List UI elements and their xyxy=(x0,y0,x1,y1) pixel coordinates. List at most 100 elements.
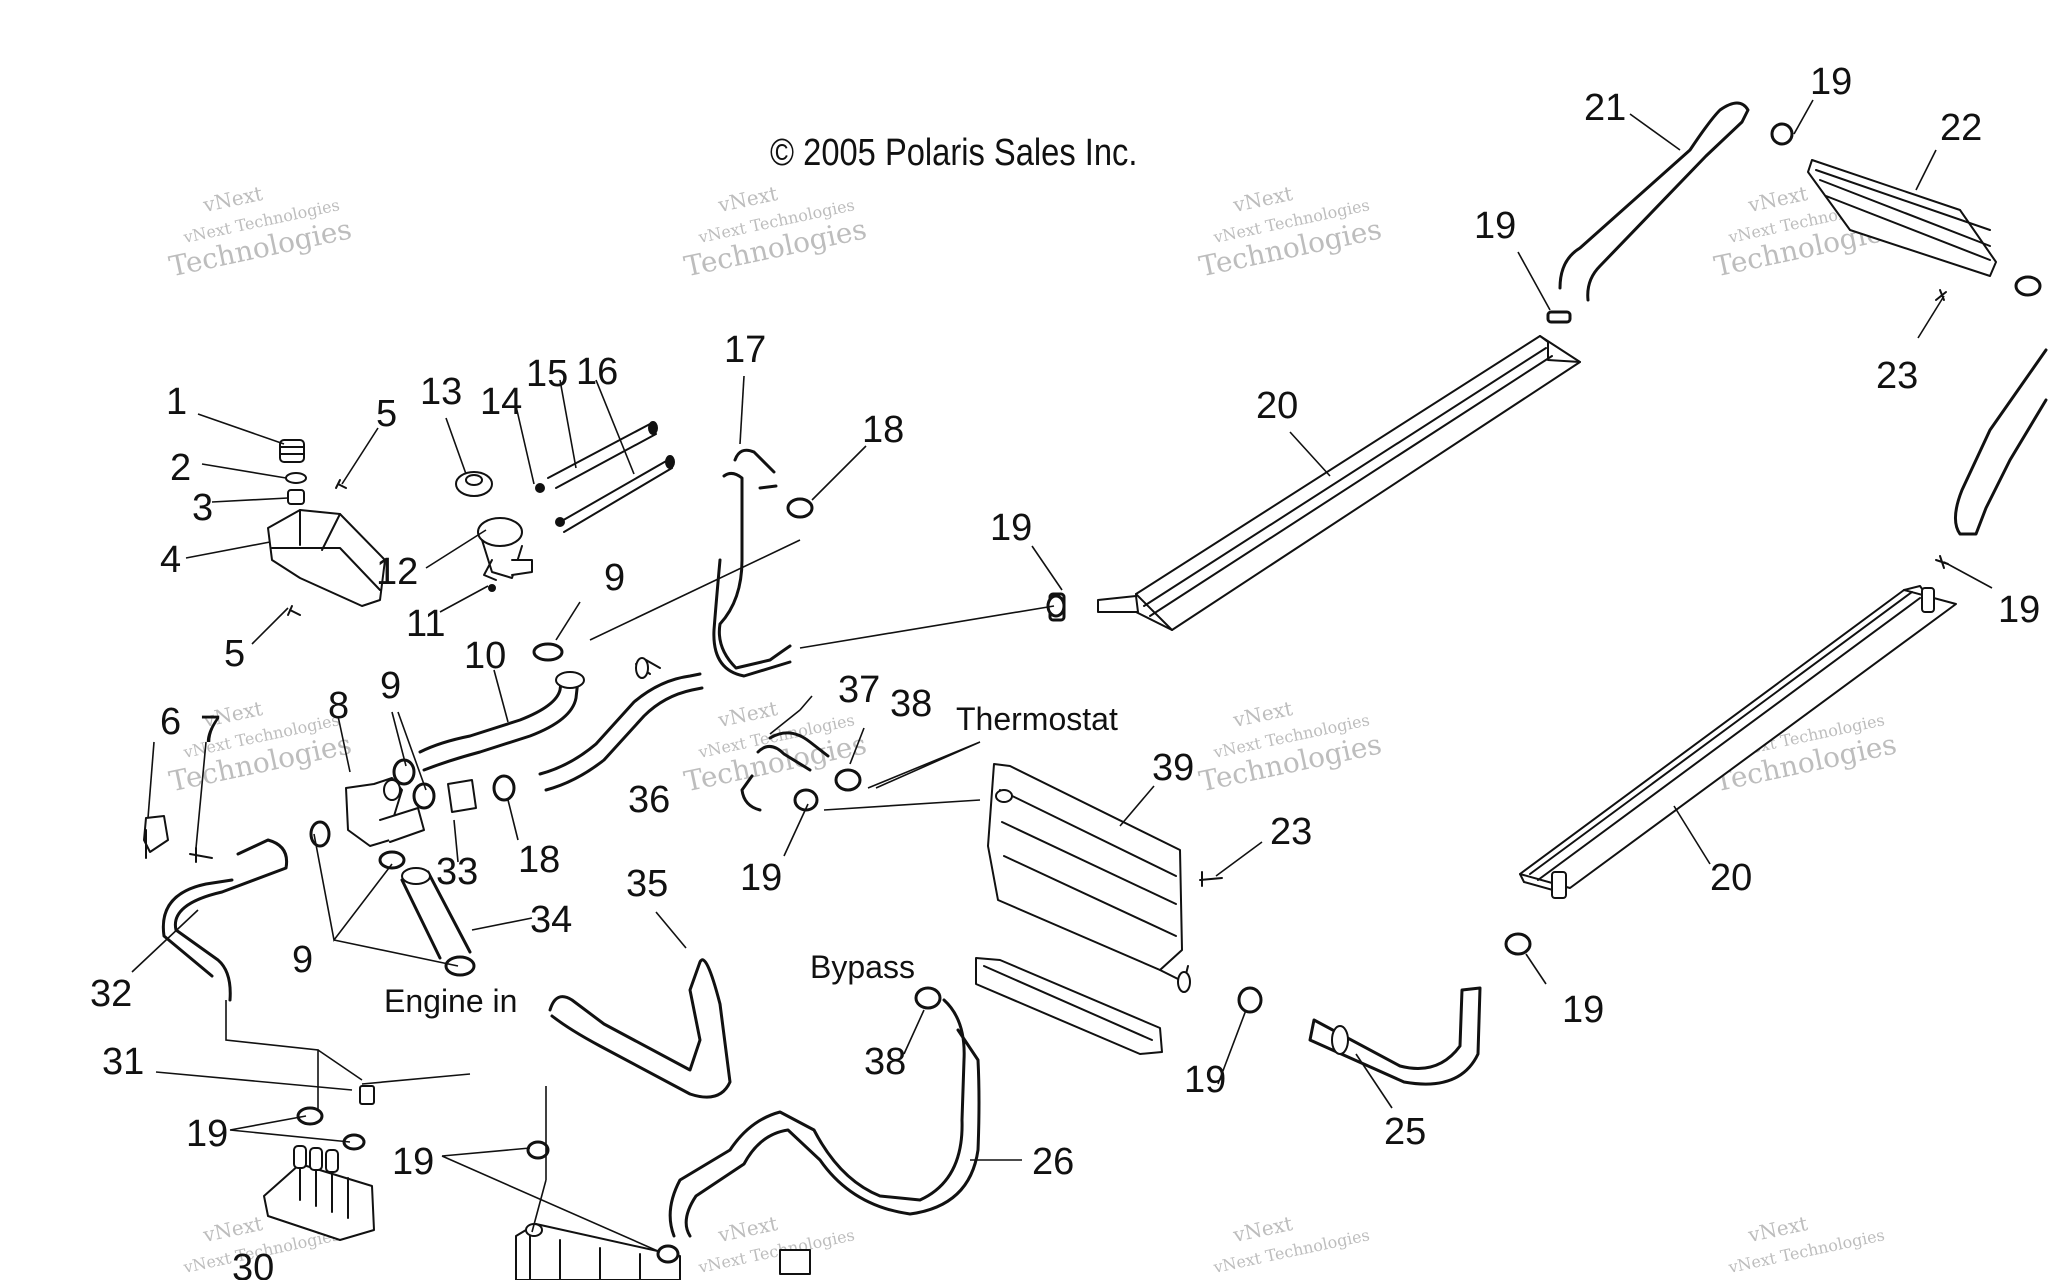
watermark: vNext vNext Technologies xyxy=(696,1211,856,1277)
callout-36: 36 xyxy=(628,779,670,821)
callout-19h: 19 xyxy=(186,1113,228,1155)
parts xyxy=(143,101,2048,1280)
hose-clamp xyxy=(786,497,814,519)
reservoir-cap xyxy=(279,439,305,463)
hose-25 xyxy=(1308,986,1482,1086)
callout-6: 6 xyxy=(160,701,181,743)
callout-23b: 23 xyxy=(1270,811,1312,853)
hose-clamp xyxy=(1046,594,1066,618)
bushing xyxy=(287,489,305,505)
hose-clamp xyxy=(526,1140,550,1160)
callout-1: 1 xyxy=(166,381,187,423)
callout-5b: 5 xyxy=(224,633,245,675)
hose-clamp xyxy=(656,1244,680,1264)
hose-36 xyxy=(538,672,702,776)
hose-clamp xyxy=(296,1106,324,1126)
callout-19a: 19 xyxy=(990,507,1032,549)
screw-small xyxy=(488,584,496,592)
callout-12: 12 xyxy=(376,551,418,593)
callout-19g: 19 xyxy=(1184,1059,1226,1101)
heat-exchanger-top xyxy=(1807,159,1997,277)
callout-37: 37 xyxy=(838,669,880,711)
watermark: vNext vNext Technologies Technologies xyxy=(166,181,354,283)
hose-clamp xyxy=(1770,122,1794,146)
hose-clamp xyxy=(1504,932,1532,956)
hose-17 xyxy=(717,448,792,670)
radiator xyxy=(515,1223,811,1280)
hose-clamp xyxy=(2014,275,2042,297)
callout-18a: 18 xyxy=(862,409,904,451)
watermark: vNext vNext Technologies xyxy=(1211,1211,1371,1277)
callout-19c: 19 xyxy=(1810,61,1852,103)
engine-in-label: Engine in xyxy=(384,983,517,1019)
overflow-hose xyxy=(547,421,658,489)
hose-clamp xyxy=(1546,310,1572,324)
hose-clamp xyxy=(378,850,406,870)
watermark: vNext vNext Technologies xyxy=(1726,1211,1886,1277)
hose-clamp xyxy=(1237,986,1263,1014)
callout-3: 3 xyxy=(192,487,213,529)
screw xyxy=(1935,555,1949,569)
callout-11: 11 xyxy=(406,603,445,645)
hose-clamp-small xyxy=(535,483,545,493)
hose-32 xyxy=(161,838,289,1002)
callout-8: 8 xyxy=(328,685,349,727)
hose-37 xyxy=(740,731,830,812)
hose-clamp xyxy=(914,986,942,1010)
callout-20b: 20 xyxy=(1710,857,1752,899)
thermostat-label: Thermostat xyxy=(956,701,1118,737)
callout-18b: 18 xyxy=(518,839,560,881)
hose-clamp xyxy=(492,774,516,802)
copyright-notice: © 2005 Polaris Sales Inc. xyxy=(770,132,1138,174)
callout-19i: 19 xyxy=(392,1141,434,1183)
screw xyxy=(189,847,213,863)
callout-38b: 38 xyxy=(864,1041,906,1083)
callout-19b: 19 xyxy=(1474,205,1516,247)
callout-7: 7 xyxy=(200,709,221,751)
callout-26: 26 xyxy=(1032,1141,1074,1183)
watermark: vNext vNext Technologies Technologies xyxy=(1196,181,1384,283)
coupler xyxy=(447,779,477,813)
vent-hose xyxy=(559,455,675,533)
callout-19e: 19 xyxy=(740,857,782,899)
callout-9b: 9 xyxy=(604,557,625,599)
callout-2: 2 xyxy=(170,447,191,489)
hose-clamp xyxy=(444,955,476,977)
callout-13: 13 xyxy=(420,371,462,413)
callout-30: 30 xyxy=(232,1247,274,1280)
callout-15: 15 xyxy=(526,353,568,395)
callout-21: 21 xyxy=(1584,87,1626,129)
callout-34: 34 xyxy=(530,899,572,941)
hose-35 xyxy=(548,958,732,1099)
callout-9a: 9 xyxy=(380,665,401,707)
callout-32: 32 xyxy=(90,973,132,1015)
hose-clamp xyxy=(412,782,436,810)
hose-clamp xyxy=(392,758,416,786)
filler-neck xyxy=(477,517,533,581)
callout-14: 14 xyxy=(480,381,522,423)
hose-clamp xyxy=(532,642,564,662)
thermostat-housing xyxy=(345,777,425,847)
hose-clamp xyxy=(834,768,862,792)
callout-20a: 20 xyxy=(1256,385,1298,427)
hose-clamp xyxy=(309,820,331,848)
callout-25: 25 xyxy=(1384,1111,1426,1153)
callout-17: 17 xyxy=(724,329,766,371)
callout-5: 5 xyxy=(376,393,397,435)
deflector-bar xyxy=(975,957,1163,1055)
callout-4: 4 xyxy=(160,539,181,581)
callout-23a: 23 xyxy=(1876,355,1918,397)
watermark: vNext vNext Technologies Technologies xyxy=(681,181,869,283)
screw xyxy=(1935,289,1947,301)
cap-seal xyxy=(285,472,307,484)
coolant-reservoir xyxy=(267,509,386,607)
callout-19d: 19 xyxy=(1998,589,2040,631)
callout-39: 39 xyxy=(1152,747,1194,789)
watermark: vNext vNext Technologies Technologies xyxy=(166,696,354,798)
hose-clamp-small xyxy=(555,517,565,527)
screw xyxy=(287,605,301,616)
leader-lines xyxy=(131,99,1993,1253)
screw xyxy=(1199,871,1223,887)
